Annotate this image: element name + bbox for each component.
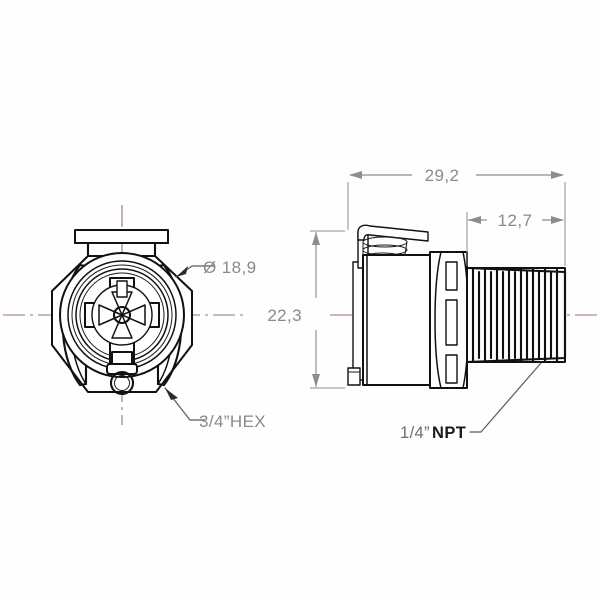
front-vane-bottom	[111, 314, 133, 339]
dim-29-2-label: 29,2	[425, 166, 460, 185]
dim-22-3-arrow-bottom	[312, 374, 320, 387]
dim-12-7-label: 12,7	[498, 211, 533, 230]
side-main-barrel	[362, 254, 431, 386]
front-top-slot	[116, 280, 128, 298]
side-thread-profile	[471, 266, 559, 364]
front-vane-left	[98, 304, 123, 326]
side-clip-bottom-foot	[347, 367, 361, 386]
front-top-flange	[74, 229, 169, 244]
side-clip-vertical-plate	[352, 261, 364, 381]
side-hex-curve-left	[434, 251, 442, 389]
diameter-leader-arrowhead	[176, 266, 188, 277]
npt-note-label: NPT	[432, 424, 466, 442]
side-hex-slot-top	[445, 261, 458, 291]
dim-22-3-arrow-top	[312, 232, 320, 245]
front-bottom-ring-inner	[114, 375, 130, 391]
dimension-body-height: 22,3	[267, 230, 345, 389]
spring-right-edge	[404, 241, 408, 255]
diameter-note-label: Ø 18,9	[203, 258, 256, 277]
hex-annotation: 3/4”HEX	[164, 387, 266, 431]
front-bottom-collar	[106, 363, 138, 375]
dim-12-7-arrow-left	[468, 216, 481, 224]
dimension-overall-length: 29,2	[347, 166, 566, 266]
side-hex-slot-bottom	[445, 354, 458, 384]
side-view: 29,2 12,7 22,3 1/4” NPT	[267, 166, 600, 442]
npt-note-size: 1/4”	[400, 424, 430, 442]
front-bottom-ring-loop	[109, 370, 135, 396]
dim-29-2-arrow-left	[349, 171, 362, 179]
hex-note-label: 3/4”HEX	[199, 412, 266, 431]
dim-29-2-arrow-right	[551, 171, 564, 179]
dim-12-7-arrow-right	[551, 216, 564, 224]
hex-leader-arrowhead	[165, 388, 178, 400]
front-hub-center	[112, 305, 132, 325]
dim-22-3-label: 22,3	[267, 306, 302, 325]
diameter-annotation: Ø 18,9	[175, 258, 256, 278]
npt-annotation: 1/4” NPT	[400, 362, 542, 442]
front-view: Ø 18,9 3/4”HEX	[3, 205, 266, 431]
dimension-thread-length: 12,7	[466, 211, 566, 266]
side-hex-slot-middle	[445, 299, 458, 346]
npt-leader-line	[469, 362, 542, 433]
front-vane-right	[121, 304, 146, 326]
